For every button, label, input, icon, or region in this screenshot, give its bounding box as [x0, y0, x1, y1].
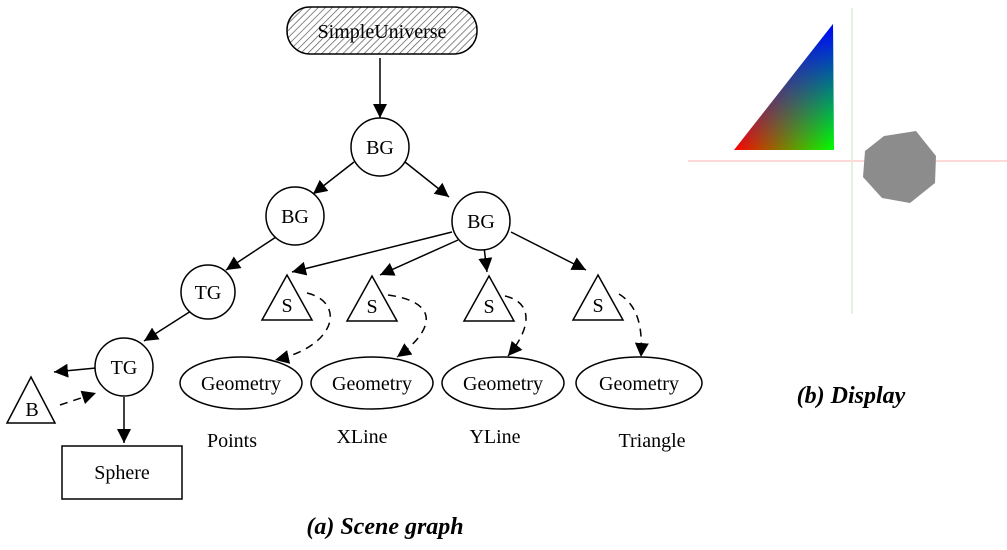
display-view	[688, 8, 1007, 314]
geometry-label: Geometry	[463, 373, 543, 395]
edge-s3-geometry	[504, 295, 527, 357]
behavior-node: B	[5, 375, 57, 424]
edge-bg-s2	[379, 239, 459, 276]
edge-bg-s3	[478, 246, 493, 273]
shape-label: S	[281, 295, 292, 317]
edge-bg-bg-left	[312, 161, 355, 195]
geometry-name-yline: YLine	[469, 426, 520, 448]
display-caption: (b) Display	[797, 383, 906, 409]
transform-group-node-lower: TG	[94, 337, 154, 397]
edge-bg-s1	[291, 231, 453, 276]
shape-node-1: S	[260, 273, 314, 321]
sphere-node: Sphere	[61, 445, 183, 500]
edge-s4-geometry	[618, 293, 649, 358]
shape-node-4: S	[571, 273, 625, 321]
branch-group-node-left: BG	[265, 186, 325, 246]
sphere-label: Sphere	[94, 462, 150, 484]
shape-label: S	[483, 296, 494, 318]
colored-triangle	[734, 24, 834, 150]
edge-bg-tg	[225, 236, 277, 271]
geometry-name-points: Points	[207, 430, 257, 452]
geometry-label: Geometry	[599, 373, 679, 395]
geometry-node-2: Geometry	[310, 356, 434, 410]
edge-s1-geometry	[274, 292, 331, 364]
shape-label: S	[366, 296, 377, 318]
simple-universe-label: SimpleUniverse	[318, 21, 447, 43]
graph-edges	[53, 58, 649, 443]
edge-s2-geometry	[387, 294, 427, 358]
transform-group-label: TG	[111, 357, 138, 379]
geometry-node-4: Geometry	[575, 356, 703, 410]
geometry-node-3: Geometry	[441, 356, 565, 410]
edge-bg-s4	[510, 231, 587, 271]
geometry-node-1: Geometry	[179, 356, 303, 410]
scene-graph-caption: (a) Scene graph	[306, 514, 463, 540]
geometry-label: Geometry	[332, 373, 412, 395]
edge-tg-behavior	[53, 363, 97, 378]
edge-bg-bg-right	[404, 161, 450, 198]
branch-group-label: BG	[281, 206, 309, 228]
geometry-name-triangle: Triangle	[618, 430, 685, 452]
branch-group-label: BG	[467, 211, 495, 233]
edge-behavior-tg	[59, 390, 97, 406]
edge-tg-tg	[143, 310, 192, 342]
behavior-label: B	[25, 399, 38, 421]
transform-group-label: TG	[195, 282, 222, 304]
branch-group-label: BG	[366, 137, 394, 159]
gray-sphere	[863, 131, 936, 203]
shape-node-2: S	[345, 274, 399, 322]
shape-node-3: S	[462, 274, 516, 322]
geometry-label: Geometry	[201, 373, 281, 395]
branch-group-node-root: BG	[350, 117, 410, 177]
branch-group-node-right: BG	[451, 191, 511, 251]
shape-label: S	[592, 295, 603, 317]
transform-group-node-upper: TG	[180, 264, 236, 320]
simple-universe-node: SimpleUniverse	[286, 6, 478, 55]
geometry-name-xline: XLine	[336, 426, 387, 448]
